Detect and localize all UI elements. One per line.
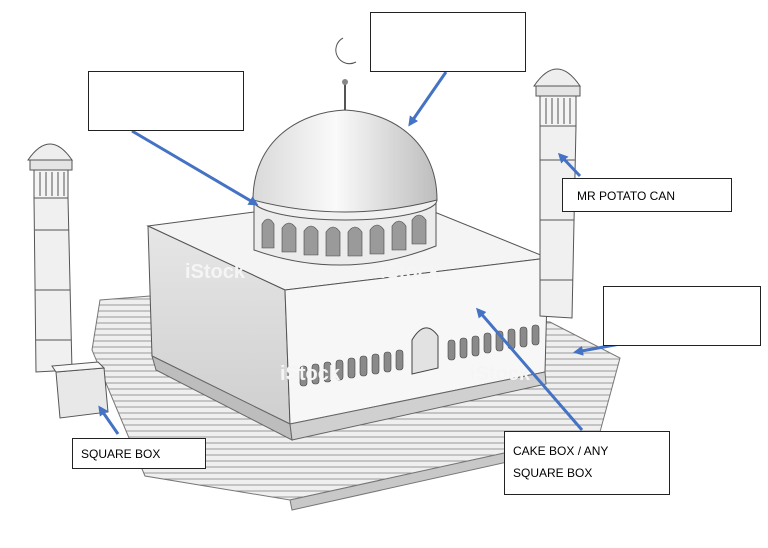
main-building — [146, 193, 550, 441]
watermark-text: iStock — [470, 363, 531, 385]
arrow-minaret-right — [557, 152, 582, 178]
label-box-potato-can: MR POTATO CAN — [562, 178, 732, 212]
arrow-top-dome — [408, 71, 448, 127]
crescent-icon — [335, 37, 357, 65]
arrow-square-box — [98, 405, 120, 435]
label-box-top — [370, 12, 526, 72]
arrow-left-drum — [131, 129, 259, 206]
label-box-cake-box: CAKE BOX / ANY SQUARE BOX — [504, 431, 670, 495]
watermark-text: iStock — [280, 363, 341, 385]
label-text-line2: SQUARE BOX — [513, 466, 593, 480]
label-text-line1: CAKE BOX / ANY — [513, 444, 609, 458]
watermark-text: iStock — [380, 261, 441, 283]
label-text: SQUARE BOX — [81, 447, 161, 461]
main-dome — [252, 37, 438, 213]
watermark-text: iStock — [185, 261, 246, 283]
label-box-square-box: SQUARE BOX — [72, 438, 206, 469]
right-minaret — [533, 68, 581, 319]
main-doorway — [411, 327, 439, 375]
building-windows — [299, 324, 540, 387]
left-minaret — [27, 143, 109, 419]
label-box-left — [88, 71, 244, 131]
arrow-cake-box — [476, 307, 584, 431]
watermark: iStock iStock iStock iStock — [185, 261, 531, 385]
label-box-right — [603, 286, 761, 346]
callout-arrows — [98, 71, 621, 435]
label-text: MR POTATO CAN — [577, 189, 676, 203]
